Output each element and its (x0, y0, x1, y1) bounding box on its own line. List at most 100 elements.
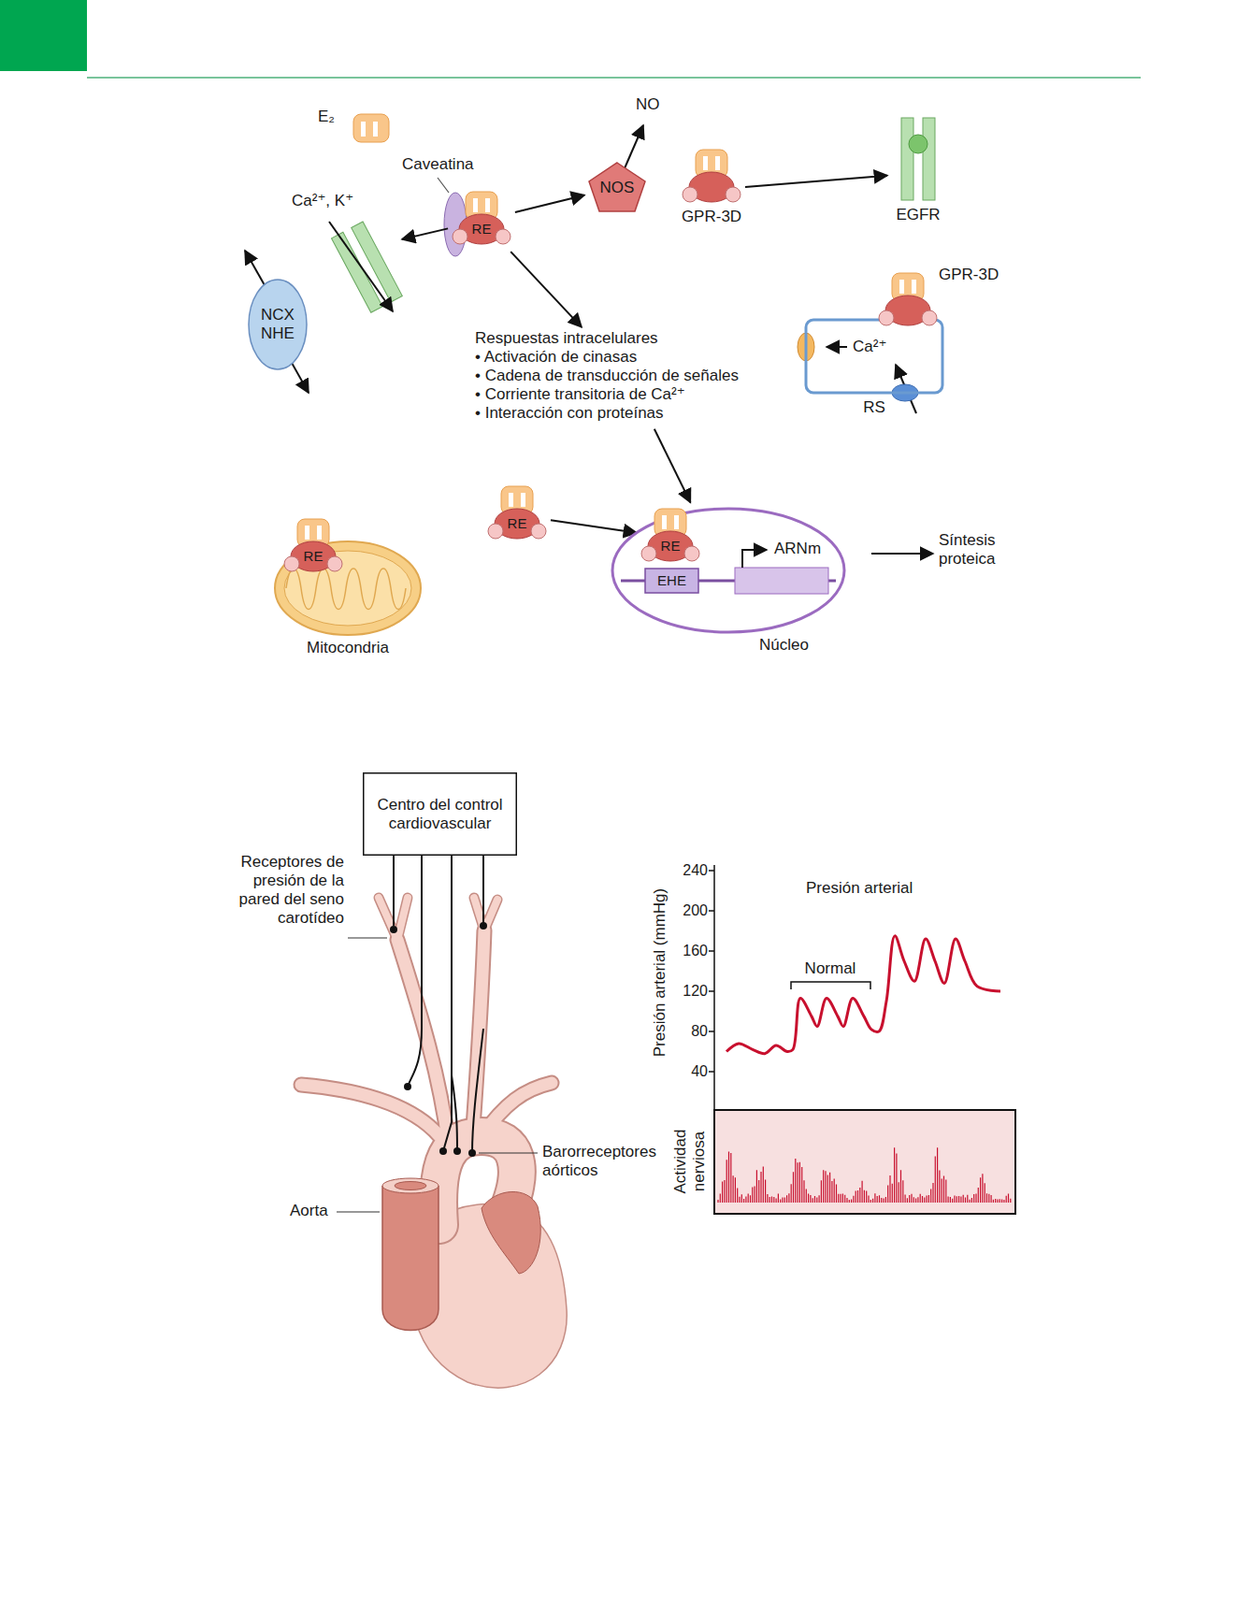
range-label: Normal (805, 959, 857, 978)
heart-illustration (301, 897, 552, 1225)
heart-illustration (481, 1082, 552, 1136)
nerve-wire (472, 1028, 484, 1153)
arrow-connector (402, 228, 448, 239)
node-text: RE (639, 536, 702, 556)
node-text: NOS (587, 178, 648, 198)
part-label: Aorta (289, 1201, 329, 1221)
heart-illustration (301, 1084, 440, 1136)
pressure-curve (726, 935, 1001, 1054)
reticulum-box: RS (804, 317, 945, 421)
nerve-wire (407, 838, 422, 1087)
chart-axis (708, 1070, 715, 1073)
node-text: • Cadena de transducción de señales (474, 366, 784, 386)
heart-illustration (382, 1178, 439, 1194)
receptor-node-outline (485, 198, 490, 213)
tick-label: 160 (682, 941, 708, 961)
receptor-node-outline (674, 515, 679, 530)
nerve-wire (393, 838, 484, 1153)
receptor-node-outline (520, 492, 526, 507)
ion-channel-outline (331, 221, 403, 313)
receptor-dot (403, 1082, 412, 1091)
receptor-node-outline (878, 310, 894, 326)
chart-axis (708, 869, 715, 872)
node-text: • Corriente transitoria de Ca²⁺ (474, 385, 784, 404)
node-text: Ca²⁺, K⁺ (291, 191, 354, 211)
tick-label: 200 (682, 901, 708, 921)
response-element-box: EHE (645, 568, 699, 593)
receptor-node-outline (452, 229, 468, 245)
heart-illustration (481, 1082, 552, 1136)
receptor-node-outline (703, 156, 708, 171)
node-text: EGFR (878, 205, 958, 225)
enzyme-pentagon: NOS (587, 160, 648, 214)
egfr-receptor-outline (901, 117, 914, 201)
heart-illustration (394, 1181, 427, 1191)
mitochondrion-outline (286, 568, 406, 610)
arrow-connector (745, 175, 888, 187)
nucleus-ellipse-outline (742, 549, 767, 568)
nerve-panel (714, 1109, 1016, 1214)
nucleus-ellipse: NúcleoREEHE (609, 504, 848, 655)
arrow-line (624, 125, 644, 169)
chart-axis (713, 864, 716, 1110)
receptor-node-outline (641, 546, 657, 561)
leader-line (336, 937, 538, 1212)
leader-line (347, 936, 388, 938)
receptor-node-outline (682, 186, 698, 202)
part-label: Receptores de presión de la pared del se… (236, 852, 345, 928)
receptor-dot (389, 925, 398, 934)
control-center-box-outline (363, 773, 518, 856)
normal-bracket (790, 981, 871, 990)
part-label: Barorreceptores aórticos (542, 1142, 674, 1180)
estradiol-ligand (353, 114, 389, 143)
arrow-line (244, 125, 934, 554)
egfr-receptor-outline (922, 117, 935, 201)
header-bar (86, 76, 1141, 79)
exchanger-ellipse-outline (248, 279, 307, 370)
receptor-node: RE (282, 518, 345, 577)
receptor-node: GPR-3D (680, 149, 743, 231)
reticulum-box-outline (805, 319, 943, 393)
node-text: Centro del control cardiovascular (368, 795, 512, 834)
control-center-box: Centro del control cardiovascular (362, 772, 518, 856)
mitochondrion-outline (274, 541, 421, 635)
receptor-node-outline (316, 525, 322, 540)
receptor-node-outline (304, 525, 310, 540)
heart-illustration (474, 897, 498, 931)
chart-title: Presión arterial (805, 878, 913, 898)
node-text: • Interacción con proteínas (474, 403, 784, 423)
receptor-node: RE (450, 191, 513, 250)
chart-axis (708, 864, 715, 1110)
molecule-label: ARNm (774, 539, 821, 559)
receptor-dot (479, 921, 488, 930)
nerve-spikes (718, 1147, 1011, 1203)
axis-title: Presión arterial (mmHg) (650, 888, 670, 1057)
response-list: Respuestas intracelulares• Activación de… (474, 329, 784, 427)
receptor-node-outline (911, 279, 917, 294)
arrow-connector (550, 519, 637, 533)
receptor-node-outline (284, 556, 300, 572)
heart-illustration (301, 897, 567, 1388)
heart-illustration (382, 1185, 439, 1331)
ion-channel-outline (291, 191, 400, 314)
ion-channel: Ca²⁺, K⁺ (291, 191, 400, 314)
ion-label: Ca²⁺ (852, 337, 887, 357)
egfr-receptor: EGFR (890, 117, 947, 229)
ion-channel-outline (329, 221, 393, 312)
receptor-node-outline (725, 186, 741, 202)
leader-line (336, 1210, 380, 1212)
receptor-dot (389, 834, 488, 1157)
receptor-node-outline (508, 492, 514, 507)
rs-channels (797, 332, 919, 402)
nerve-wire (451, 1075, 458, 1151)
receptor-node-outline (715, 156, 720, 171)
caveolin-shape (437, 177, 449, 193)
receptor-node-outline (495, 229, 511, 245)
nucleus-ellipse-outline (612, 508, 845, 633)
heart-illustration (301, 1084, 440, 1136)
normal-bracket (790, 981, 871, 990)
